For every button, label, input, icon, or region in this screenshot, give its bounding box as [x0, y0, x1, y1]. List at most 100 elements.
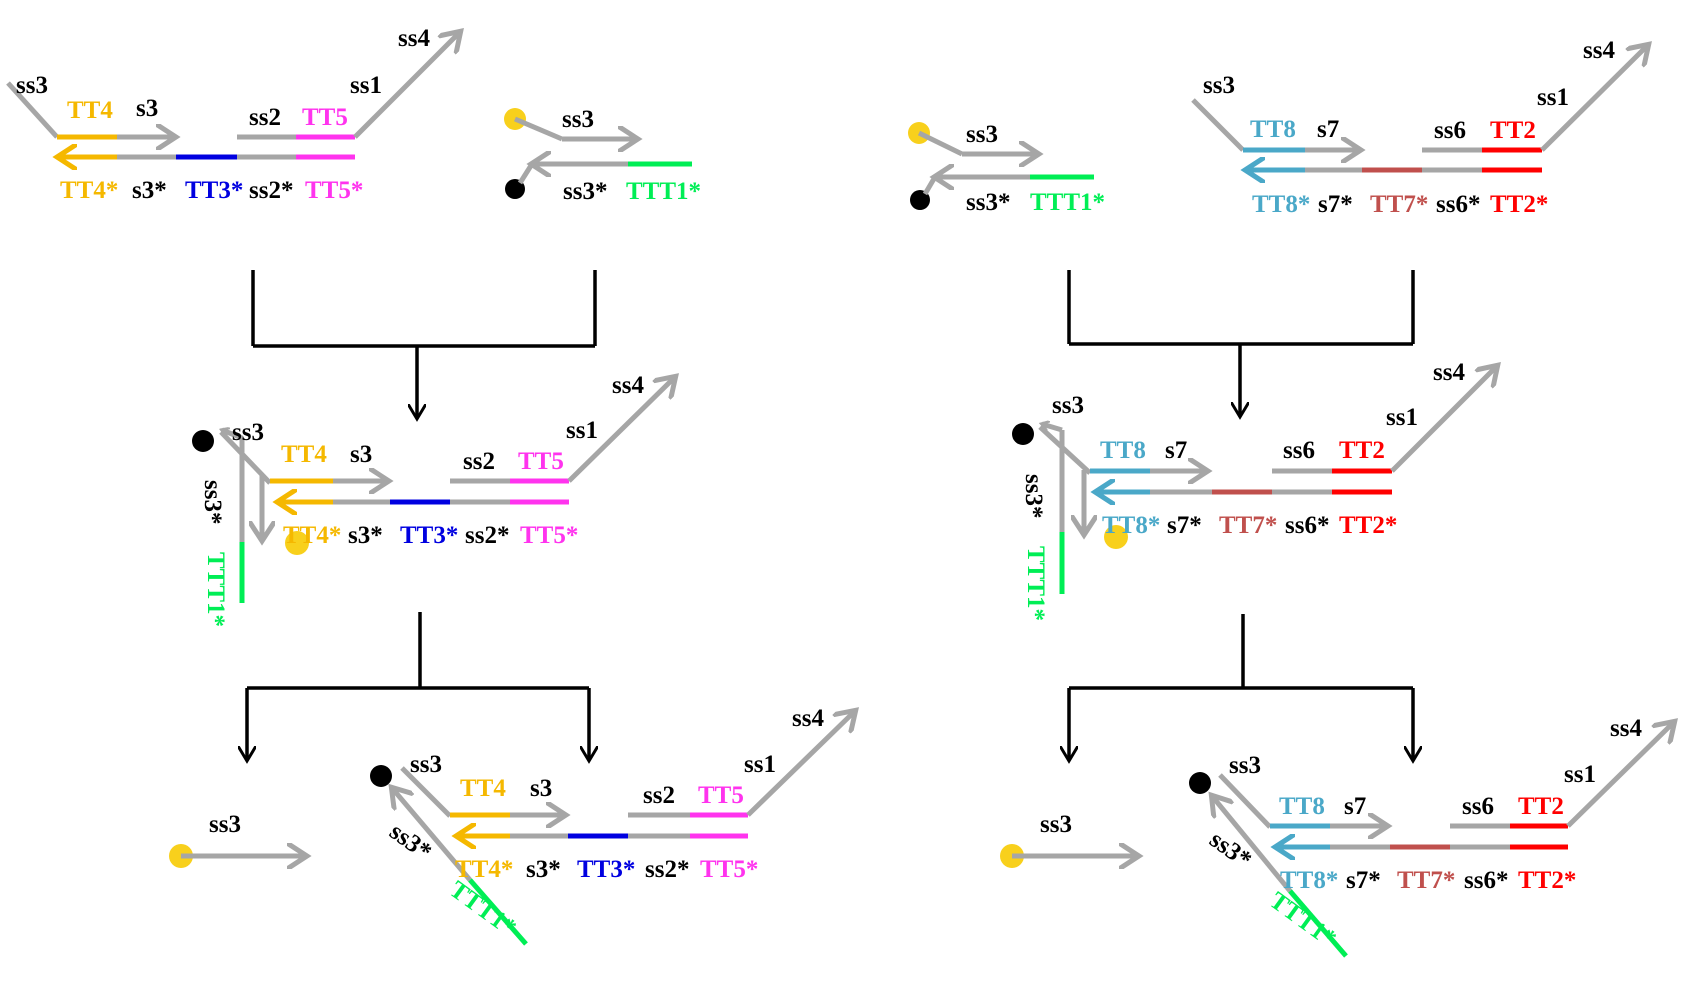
label-ss2: ss2: [249, 104, 281, 131]
label-ss6-star: ss6*: [1464, 867, 1508, 894]
label-ttt1-star: TTT1*: [1030, 189, 1105, 216]
label-ss3: ss3: [232, 419, 264, 446]
label-s3-star: s3*: [348, 522, 383, 549]
label-tt8: TT8: [1100, 437, 1146, 464]
label-ss4: ss4: [1433, 359, 1465, 386]
label-tt5: TT5: [698, 782, 744, 809]
label-ss3: ss3: [16, 72, 48, 99]
label-ss3-star: ss3*: [1204, 826, 1256, 874]
label-s7: s7: [1165, 437, 1187, 464]
label-ss4: ss4: [398, 25, 430, 52]
quencher-icon: [1012, 423, 1034, 445]
label-ss4: ss4: [1583, 37, 1615, 64]
label-ss6: ss6: [1462, 793, 1494, 820]
label-tt8: TT8: [1250, 116, 1296, 143]
label-tt4: TT4: [281, 441, 327, 468]
label-tt5: TT5: [518, 448, 564, 475]
label-ttt1-star: TTT1*: [1022, 546, 1049, 621]
label-tt2-star: TT2*: [1490, 191, 1548, 218]
label-ss6-star: ss6*: [1285, 512, 1329, 539]
label-tt8: TT8: [1279, 793, 1325, 820]
label-tt5: TT5: [302, 104, 348, 131]
label-ss1: ss1: [1537, 84, 1569, 111]
label-tt7-star: TT7*: [1370, 191, 1428, 218]
label-ss2-star: ss2*: [465, 522, 509, 549]
label-ttt1-star: TTT1*: [1264, 887, 1341, 953]
reporter-probe-left: ss3 ss3* TTT1*: [504, 106, 701, 205]
label-s3: s3: [350, 441, 372, 468]
label-ss4: ss4: [612, 372, 644, 399]
label-tt2-star: TT2*: [1339, 512, 1397, 539]
label-ss2: ss2: [643, 782, 675, 809]
label-tt4-star: TT4*: [455, 856, 513, 883]
label-tt4: TT4: [460, 775, 506, 802]
label-tt7-star: TT7*: [1219, 512, 1277, 539]
label-ss6-star: ss6*: [1436, 191, 1480, 218]
released-reporter-left: ss3: [169, 811, 306, 868]
label-ss3: ss3: [562, 106, 594, 133]
quencher-icon: [192, 430, 214, 452]
quencher-icon: [505, 179, 525, 199]
label-ss1: ss1: [350, 72, 382, 99]
merge-bracket-right: [1067, 270, 1415, 416]
label-ttt1-star: TTT1*: [202, 552, 229, 627]
split-bracket-right: [1069, 614, 1413, 760]
label-tt8-star: TT8*: [1280, 867, 1338, 894]
label-tt7-star: TT7*: [1397, 867, 1455, 894]
fluorophore-icon: [1104, 525, 1128, 549]
label-tt5-star: TT5*: [700, 856, 758, 883]
intermediate-complex-tt5: ss3 TT4 s3 ss2 TT5 ss1 ss4 TT4* s3* TT3*…: [192, 372, 675, 627]
left-column: ss3 TT4 s3 ss2 TT5 ss1 ss4 TT4* s3* TT3*…: [6, 25, 855, 946]
label-tt3-star: TT3*: [577, 856, 635, 883]
label-s7-star: s7*: [1346, 867, 1381, 894]
quencher-icon: [910, 190, 930, 210]
label-tt2: TT2: [1518, 793, 1564, 820]
label-s7: s7: [1344, 793, 1366, 820]
label-ss3-star: ss3*: [1020, 474, 1047, 518]
label-ss4: ss4: [792, 705, 824, 732]
quencher-icon: [1189, 772, 1211, 794]
label-s7: s7: [1317, 116, 1339, 143]
label-ss4: ss4: [1610, 715, 1642, 742]
label-ss2: ss2: [463, 448, 495, 475]
label-ss1: ss1: [1386, 404, 1418, 431]
label-ss1: ss1: [1564, 761, 1596, 788]
label-ss3: ss3: [410, 751, 442, 778]
label-ss1: ss1: [744, 751, 776, 778]
strand-fluor-link: [514, 116, 563, 142]
label-tt3-star: TT3*: [185, 177, 243, 204]
label-ss2-star: ss2*: [249, 177, 293, 204]
strand-ss3-overhang: [6, 81, 59, 139]
label-ss2-star: ss2*: [645, 856, 689, 883]
label-tt5-star: TT5*: [305, 177, 363, 204]
label-tt8-star: TT8*: [1252, 191, 1310, 218]
label-ss3: ss3: [1040, 811, 1072, 838]
label-tt4-star: TT4*: [60, 177, 118, 204]
label-ss3-star: ss3*: [199, 480, 226, 524]
released-reporter-right: ss3: [1000, 811, 1138, 868]
label-ss6: ss6: [1283, 437, 1315, 464]
product-complex-tt2: ss3 TT8 s7 ss6 TT2 ss1 ss4 TT8* s7* TT7*…: [1189, 715, 1674, 958]
strand-ss1-ss4-arrow: [353, 32, 460, 139]
label-tt8-star: TT8*: [1102, 512, 1160, 539]
label-tt3-star: TT3*: [400, 522, 458, 549]
label-ss3: ss3: [1229, 752, 1261, 779]
quencher-icon: [370, 765, 392, 787]
label-tt2: TT2: [1490, 117, 1536, 144]
product-complex-tt5: ss3 TT4 s3 ss2 TT5 ss1 ss4 TT4* s3* TT3*…: [370, 705, 855, 946]
label-s3-star: s3*: [132, 177, 167, 204]
gate-complex-tt2: ss3 TT8 s7 ss6 TT2 ss1 ss4 TT8* s7* TT7*…: [1191, 37, 1648, 218]
label-ss6: ss6: [1434, 117, 1466, 144]
fluorophore-icon: [285, 531, 309, 555]
label-ss3: ss3: [1203, 72, 1235, 99]
label-s7-star: s7*: [1167, 512, 1202, 539]
label-s3: s3: [530, 775, 552, 802]
label-tt4-star: TT4*: [283, 522, 341, 549]
intermediate-complex-tt2: ss3 TT8 s7 ss6 TT2 ss1 ss4 TT8* s7* TT7*…: [1012, 359, 1497, 621]
label-ss3-star: ss3*: [563, 178, 607, 205]
label-ss3: ss3: [966, 121, 998, 148]
split-bracket-left: [247, 612, 589, 760]
label-ttt1-star: TTT1*: [444, 876, 521, 942]
label-tt2: TT2: [1339, 437, 1385, 464]
